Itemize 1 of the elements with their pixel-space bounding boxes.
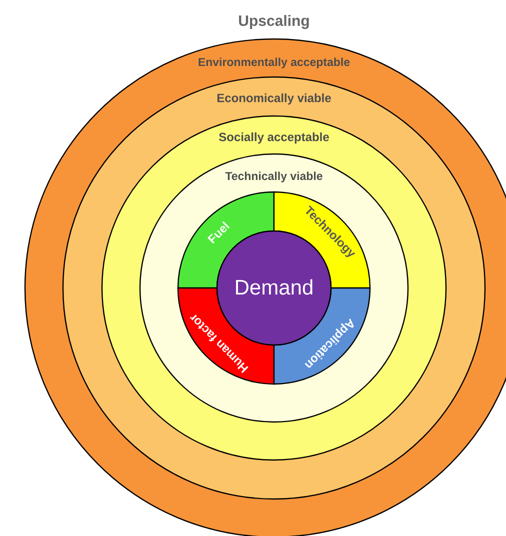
heading: Upscaling xyxy=(239,14,309,30)
